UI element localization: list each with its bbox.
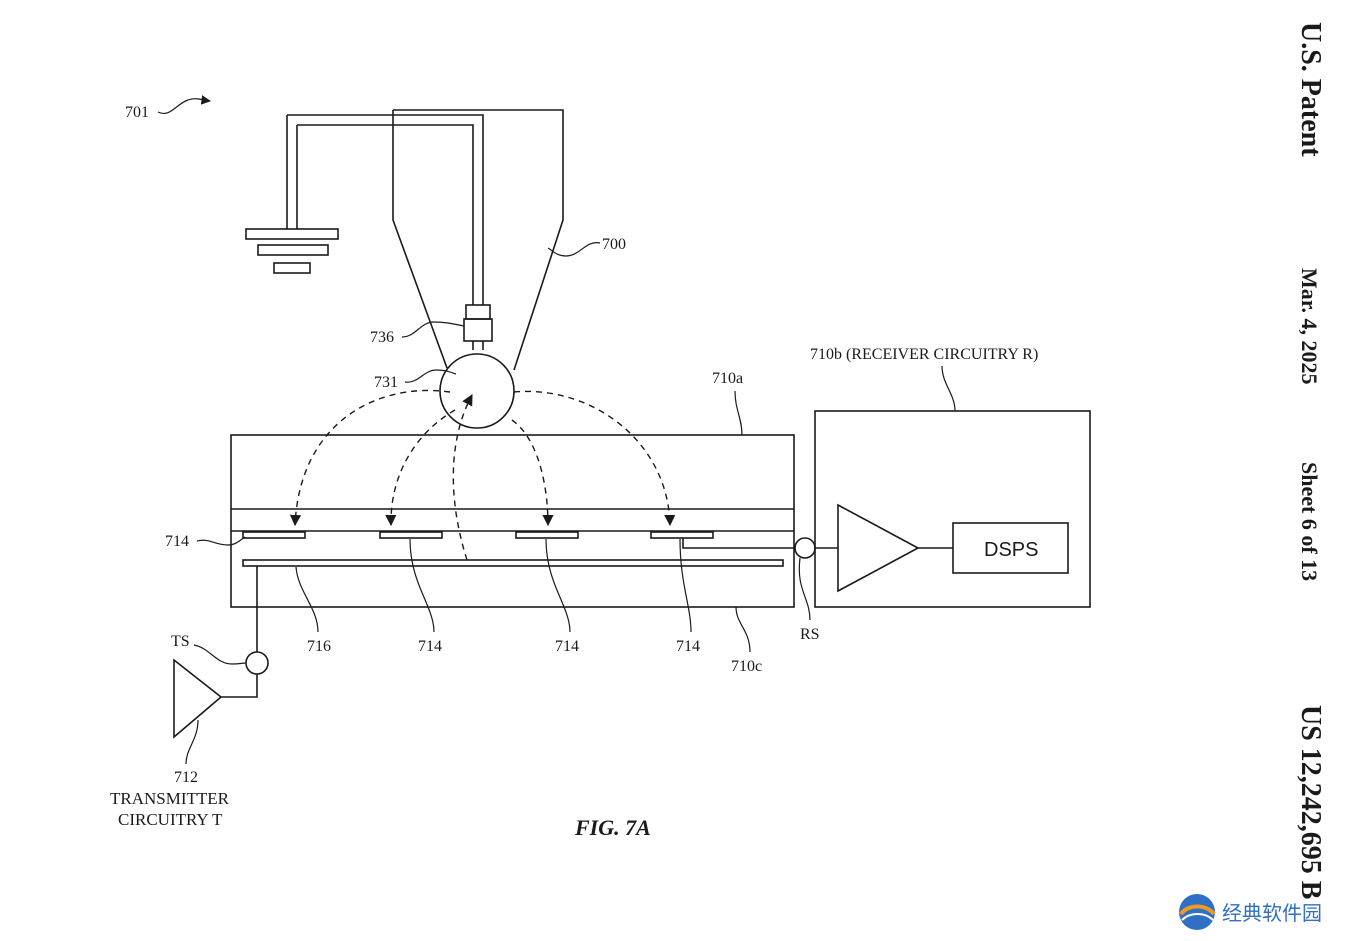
ref-rs: RS [800, 626, 820, 643]
leader-701 [157, 95, 211, 114]
watermark-text: 经典软件园 [1222, 901, 1322, 925]
publication-date: Mar. 4, 2025 [1297, 268, 1322, 385]
stylus-700 [245, 109, 564, 429]
leader-710b [941, 365, 956, 412]
leader-736 [401, 321, 465, 338]
ref-714-a: 714 [418, 638, 442, 655]
leader-712 [185, 719, 199, 765]
ground-symbol-bar-3 [273, 262, 311, 274]
ref-701: 701 [125, 104, 149, 121]
ref-ts: TS [171, 633, 190, 650]
transmitter-amplifier [173, 658, 223, 739]
electrode-716 [242, 559, 784, 567]
ref-716: 716 [307, 638, 331, 655]
leader-714-b [545, 538, 571, 633]
leader-710c [735, 606, 751, 653]
leader-731 [404, 369, 457, 383]
leader-714-a [409, 538, 435, 633]
electrode-714-2 [379, 531, 443, 539]
receiver-node-rs [794, 537, 816, 559]
leader-710a [734, 390, 743, 436]
ground-symbol-bar-1 [245, 228, 339, 240]
transmitter-label-line2: CIRCUITRY T [118, 810, 223, 829]
leader-rs [798, 557, 811, 621]
panel-outer-710a [230, 434, 795, 608]
transmitter-label-line1: TRANSMITTER [110, 789, 230, 808]
ref-714-c: 714 [676, 638, 700, 655]
publication-label: U.S. Patent [1295, 22, 1326, 157]
touch-panel [230, 434, 795, 652]
transmitter-node-ts [245, 651, 269, 675]
electrode-714-1 [242, 531, 306, 539]
watermark: 经典软件园 [1179, 894, 1322, 930]
figure-caption: FIG. 7A [574, 815, 651, 840]
dsps-label: DSPS [984, 539, 1038, 561]
receiver-amplifier [837, 503, 920, 593]
leader-714-left [196, 536, 246, 546]
receiver-box-710b [814, 410, 1091, 608]
ground-symbol-bar-2 [257, 244, 329, 256]
ref-710b: 710b (RECEIVER CIRCUITRY R) [810, 346, 1038, 363]
receiver-circuitry [794, 410, 1091, 608]
ref-710a: 710a [712, 370, 743, 387]
ref-710c: 710c [731, 658, 762, 675]
ref-700: 700 [602, 236, 626, 253]
patent-number: US 12,242,695 B [1295, 705, 1326, 899]
component-736-body [463, 318, 493, 342]
leader-ts [193, 644, 247, 665]
sheet-number: Sheet 6 of 13 [1297, 462, 1322, 581]
electrode-714-4 [650, 531, 714, 539]
ref-712: 712 [174, 769, 198, 786]
leader-716 [295, 566, 319, 633]
ref-714-b: 714 [555, 638, 579, 655]
stylus-tip-731 [439, 353, 515, 429]
transmitter-circuitry [173, 651, 269, 739]
ref-731: 731 [374, 374, 398, 391]
component-736-top [465, 304, 491, 320]
ref-714-left: 714 [165, 533, 189, 550]
leader-714-c [679, 538, 692, 633]
leader-700 [547, 242, 601, 257]
electrode-714-3 [515, 531, 579, 539]
dsps-box [952, 522, 1069, 574]
watermark-logo-icon [1179, 894, 1216, 930]
ref-736: 736 [370, 329, 394, 346]
field-lines [289, 389, 676, 561]
